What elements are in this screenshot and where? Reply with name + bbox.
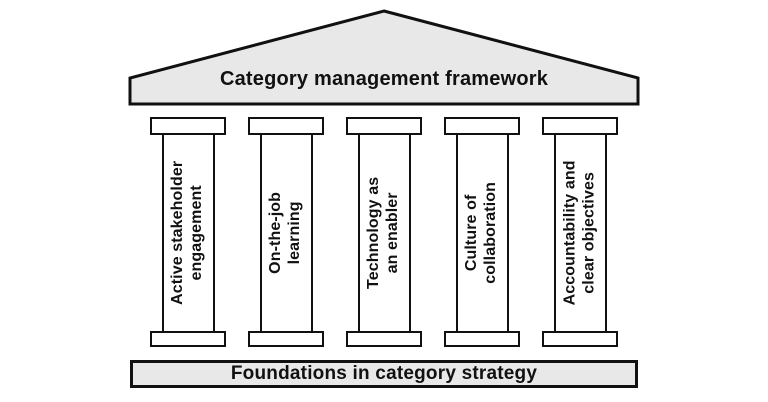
pillar-culture-of-collaboration: Culture of collaboration: [444, 117, 520, 347]
roof-shape: [128, 9, 640, 106]
pillar-capital: [248, 117, 324, 135]
pillar-technology-as-an-enabler: Technology as an enabler: [346, 117, 422, 347]
pillar-label: Culture of collaboration: [463, 182, 500, 284]
pillars-group: Active stakeholder engagement On-the-job…: [0, 117, 768, 347]
pillar-base: [346, 331, 422, 347]
pillar-accountability-clear-objectives: Accountability and clear objectives: [542, 117, 618, 347]
pillar-label: Active stakeholder engagement: [169, 160, 205, 306]
pillar-capital: [444, 117, 520, 135]
pillar-base: [444, 331, 520, 347]
pillar-active-stakeholder-engagement: Active stakeholder engagement: [150, 117, 226, 347]
pillar-base: [248, 331, 324, 347]
pillar-capital: [150, 117, 226, 135]
pillar-shaft: Active stakeholder engagement: [161, 135, 215, 331]
pillar-shaft: Accountability and clear objectives: [553, 135, 607, 331]
pillar-shaft: Technology as an enabler: [357, 135, 411, 331]
roof-pentagon: [128, 9, 640, 106]
pillar-capital: [346, 117, 422, 135]
pillar-label: On-the-job learning: [267, 192, 303, 274]
roof-title: Category management framework: [219, 67, 549, 90]
pillar-label: Accountability and clear objectives: [561, 160, 597, 306]
pillar-shaft: Culture of collaboration: [455, 135, 509, 331]
foundation-bar: Foundations in category strategy: [130, 360, 638, 388]
pillar-on-the-job-learning: On-the-job learning: [248, 117, 324, 347]
pillar-label: Technology as an enabler: [365, 176, 402, 290]
pillar-shaft: On-the-job learning: [259, 135, 313, 331]
pillar-capital: [542, 117, 618, 135]
pillar-base: [150, 331, 226, 347]
foundation-label: Foundations in category strategy: [230, 363, 538, 384]
pillar-base: [542, 331, 618, 347]
